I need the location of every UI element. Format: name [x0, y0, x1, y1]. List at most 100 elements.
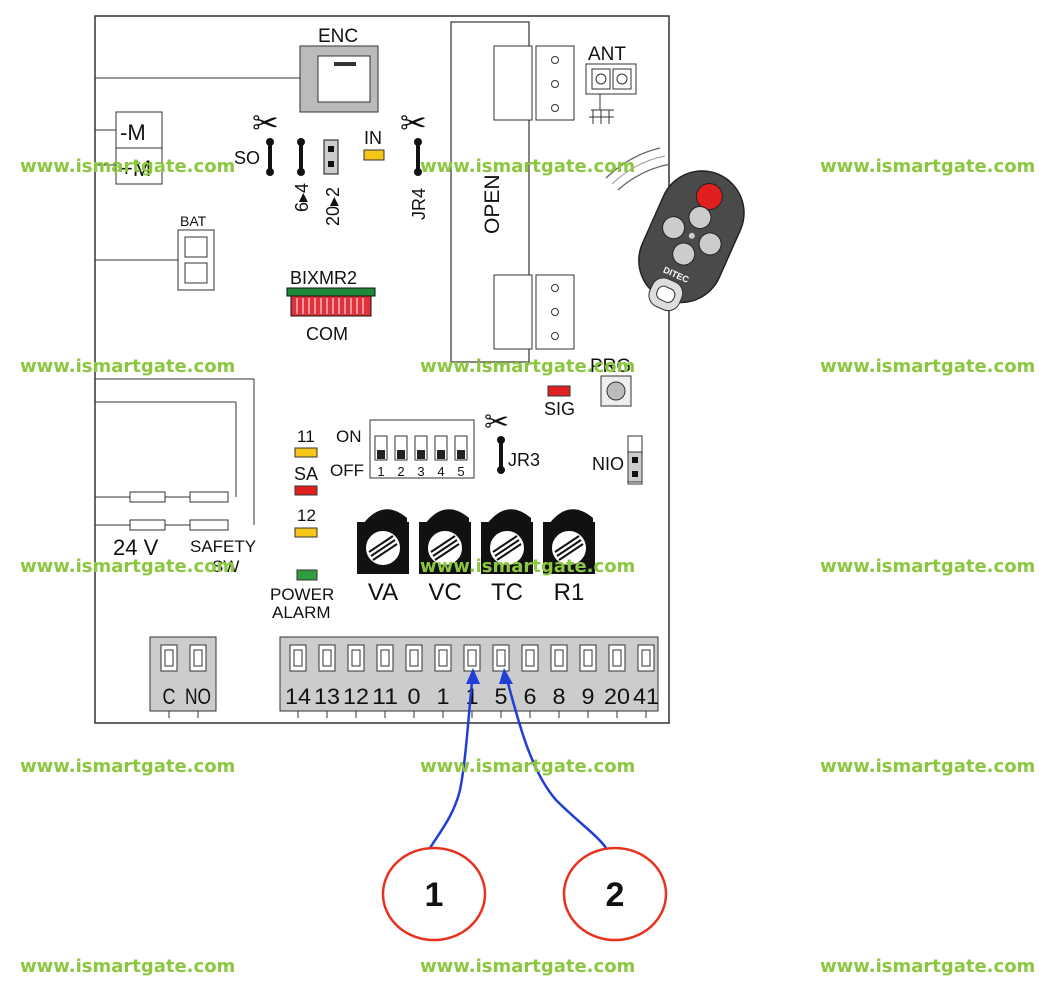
dip-knob-2	[397, 450, 405, 459]
arrowhead-2	[499, 668, 513, 684]
dip-knob-3	[417, 450, 425, 459]
so-jumper: ✂ SO	[234, 105, 279, 176]
led-11-label: 11	[297, 427, 315, 446]
dip-knob-1	[377, 450, 385, 459]
enc-label: ENC	[318, 26, 358, 47]
callout-wire-2	[503, 671, 608, 849]
terminal-label-9: 9	[582, 684, 595, 709]
safety-label-line2: SW	[212, 557, 239, 576]
callout-1-number: 1	[425, 876, 444, 914]
callout-1: 1	[381, 846, 487, 942]
open-label: OPEN	[481, 174, 504, 234]
watermark-text: www.ismartgate.com	[20, 956, 235, 977]
trimmer-r1: R1	[543, 509, 595, 606]
watermark-text: www.ismartgate.com	[820, 756, 1035, 777]
remote-control-icon: DITEC	[605, 147, 745, 312]
scissors-icon: ✂	[400, 105, 427, 141]
watermark-text: www.ismartgate.com	[420, 356, 635, 377]
terminal-label-41: 41	[633, 684, 659, 709]
sig-label: SIG	[544, 399, 575, 419]
open-radio-module: OPEN	[450, 21, 575, 363]
terminal-24v: 24 V	[113, 491, 166, 560]
watermark-text: www.ismartgate.com	[420, 556, 635, 577]
watermark-text: www.ismartgate.com	[20, 356, 235, 377]
terminal-label-5: 5	[495, 684, 508, 709]
dip-off-label: OFF	[330, 461, 364, 480]
sig-led: SIG	[544, 385, 575, 419]
safety-label-line1: SAFETY	[190, 537, 256, 556]
watermark-text: www.ismartgate.com	[20, 556, 235, 577]
status-leds: 11 SA 12 POWER ALARM	[270, 427, 334, 622]
bixmr2-label: BIXMR2	[290, 268, 357, 288]
power-alarm-label-line2: ALARM	[272, 603, 331, 622]
terminal-label-6: 6	[524, 684, 537, 709]
dip-number-5: 5	[457, 464, 464, 479]
terminal-label-C: C	[163, 684, 176, 709]
bat-label: BAT	[180, 213, 207, 229]
in-led: IN	[363, 128, 385, 161]
dip-levers	[374, 435, 468, 461]
led-12-label: 12	[297, 506, 316, 525]
jr4-label: JR4	[409, 188, 429, 220]
terminal-label-20: 20	[604, 684, 630, 709]
in-label: IN	[364, 128, 382, 148]
ant-terminal: ANT	[585, 44, 637, 124]
so-label: SO	[234, 148, 260, 168]
trimmer-label-r1: R1	[554, 579, 585, 606]
watermarks: www.ismartgate.com www.ismartgate.com www.…	[20, 156, 1035, 977]
terminal-label-0: 0	[408, 684, 421, 709]
bixmr2-connector: BIXMR2 COM	[286, 268, 376, 344]
jr3-label: JR3	[508, 450, 540, 470]
dip-number-2: 2	[397, 464, 404, 479]
prg-button: PRG	[590, 356, 632, 407]
terminal-label-11: 11	[372, 684, 398, 709]
bat-connector: BAT	[95, 213, 215, 291]
trimmer-va: VA	[357, 509, 409, 606]
nio-jumper: NIO	[592, 435, 643, 485]
terminal-label-NO: NO	[185, 684, 211, 709]
scissors-icon: ✂	[252, 105, 279, 141]
dip-number-4: 4	[437, 464, 444, 479]
relay-terminal-block: C NO	[149, 636, 217, 718]
watermark-text: www.ismartgate.com	[820, 556, 1035, 577]
jr3-jumper: ✂ JR3	[484, 406, 540, 474]
nio-label: NIO	[592, 454, 624, 474]
motor-plus-label: +M	[120, 156, 151, 181]
trimmer-vc: VC	[419, 509, 471, 606]
watermark-text: www.ismartgate.com	[420, 156, 635, 177]
jumper-6-4-label: 6▸4	[292, 183, 312, 212]
callout-2: 2	[562, 846, 668, 942]
arrowhead-1	[466, 668, 480, 684]
led-sa-label: SA	[294, 464, 318, 484]
watermark-text: www.ismartgate.com	[820, 356, 1035, 377]
trimmer-label-vc: VC	[428, 579, 461, 606]
prg-label: PRG	[590, 356, 631, 377]
dip-number-1: 1	[377, 464, 384, 479]
enc-connector: ENC	[95, 26, 379, 113]
dip-on-label: ON	[336, 427, 362, 446]
motor-minus-label: -M	[120, 120, 146, 145]
dip-number-3: 3	[417, 464, 424, 479]
terminal-label-14: 14	[285, 684, 311, 709]
dip-knob-4	[437, 450, 445, 459]
trimmer-label-va: VA	[368, 579, 398, 606]
trimmers: VA VC TC R1	[357, 509, 595, 606]
com-label: COM	[306, 324, 348, 344]
jr4-jumper: ✂ JR4	[400, 105, 429, 220]
ant-label: ANT	[588, 44, 626, 65]
terminal-safety-sw: SAFETY SW	[189, 491, 256, 576]
jumper-6-4: 6▸4	[292, 138, 312, 212]
watermark-text: www.ismartgate.com	[420, 956, 635, 977]
watermark-text: www.ismartgate.com	[20, 156, 235, 177]
trimmer-label-tc: TC	[491, 579, 523, 606]
jumper-20-2-label: 20▸2	[323, 187, 343, 226]
trimmer-tc: TC	[481, 509, 533, 606]
terminal-label-1: 1	[437, 684, 450, 709]
watermark-text: www.ismartgate.com	[820, 956, 1035, 977]
jumper-20-2: 20▸2	[323, 139, 343, 226]
terminal-label-8: 8	[553, 684, 566, 709]
